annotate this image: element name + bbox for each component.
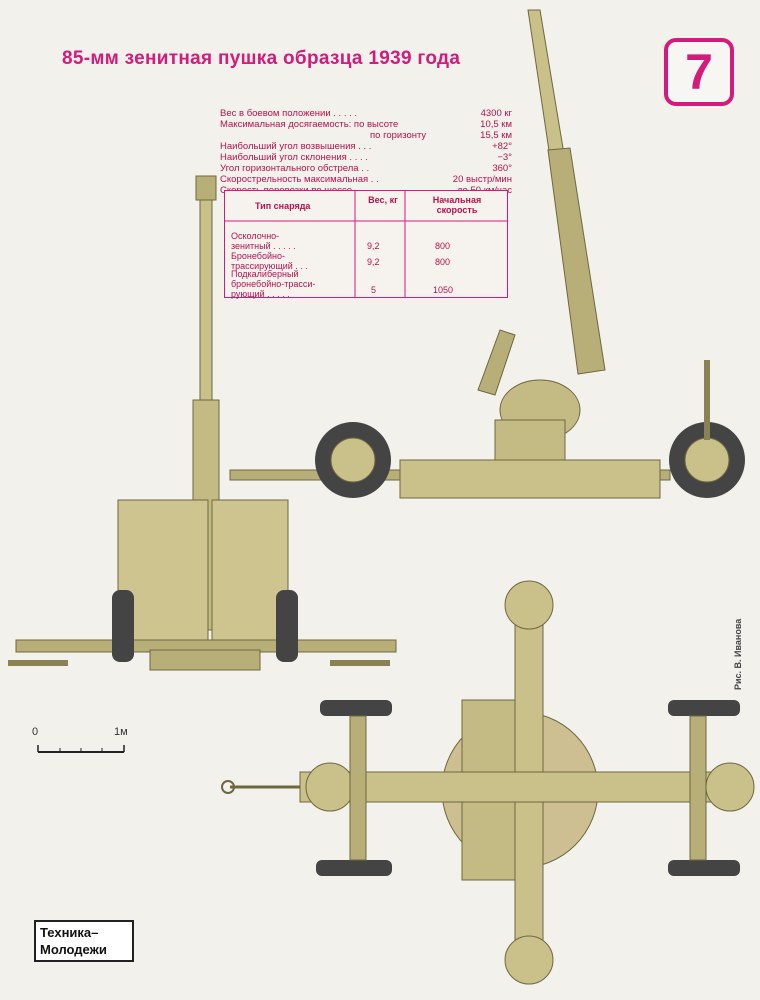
spec-row: Максимальная досягаемость: по высоте 10,5… (220, 119, 512, 130)
table-cell-velocity: 800 (435, 241, 451, 251)
spec-value: 360° (492, 163, 512, 174)
artist-credit: Рис. В. Иванова (728, 560, 743, 690)
table-cell-weight: 9,2 (367, 257, 380, 267)
page-title: 85-мм зенитная пушка образца 1939 года (62, 48, 461, 69)
table-cell-type: Осколочно- зенитный . . . . . (231, 231, 296, 251)
spec-value: +82° (492, 141, 512, 152)
table-header-velocity: Начальная скорость (432, 195, 482, 215)
scale-labels: 0 1м (32, 726, 152, 764)
spec-row: Скорострельность максимальная . . 20 выст… (220, 174, 512, 185)
table-header-weight: Вес, кг (368, 195, 398, 205)
logo-line-2: Молодежи (40, 942, 107, 957)
spec-row: по горизонту 15,5 км (220, 130, 512, 141)
table-cell-type: Бронебойно- трассирующий . . . (231, 251, 308, 271)
spec-label: Скорострельность максимальная . . (220, 174, 379, 185)
table-cell-weight: 9,2 (367, 241, 380, 251)
top-view-drawing (221, 580, 755, 985)
spec-value: 15,5 км (480, 130, 512, 141)
scale-bar (37, 745, 125, 753)
table-cell-velocity: 800 (435, 257, 451, 267)
spec-label: Наибольший угол возвышения . . . (220, 141, 372, 152)
spec-label: Угол горизонтального обстрела . . (220, 163, 370, 174)
spec-label: по горизонту (370, 130, 427, 141)
side-view-drawing (229, 9, 745, 499)
logo-line-1: Техника– (40, 925, 99, 940)
spec-label: Максимальная досягаемость: по высоте (220, 119, 399, 130)
spec-value: 20 выстр/мин (452, 174, 512, 185)
table-cell-type: Подкалиберный бронебойно-трасси- рующий … (231, 269, 316, 299)
spec-row: Наибольший угол возвышения . . . +82° (220, 141, 512, 152)
table-cell-weight: 5 (371, 285, 377, 295)
spec-value: 4300 кг (480, 108, 512, 119)
spec-row: Угол горизонтального обстрела . . 360° (220, 163, 512, 174)
table-header-type: Тип снаряда (255, 201, 311, 211)
spec-row: Наибольший угол склонения . . . . −3° (220, 152, 512, 163)
spec-label: Вес в боевом положении . . . . . (220, 108, 358, 119)
spec-label: Наибольший угол склонения . . . . (220, 152, 368, 163)
specifications: Вес в боевом положении . . . . .4300 кг … (220, 108, 512, 196)
page-number-badge: 7 (664, 38, 734, 106)
front-view-drawing (8, 175, 397, 671)
ammunition-table: Тип снаряда Вес, кг Начальная скорость О… (224, 190, 508, 299)
scale-one-meter-label: 1м (114, 726, 128, 738)
scale-zero-label: 0 (32, 726, 39, 738)
table-grid (225, 191, 507, 297)
spec-value: −3° (497, 152, 512, 163)
spec-row: Вес в боевом положении . . . . . 4300 кг (220, 108, 512, 119)
magazine-logo: Техника– Молодежи (34, 920, 134, 962)
table-cell-velocity: 1050 (433, 285, 454, 295)
spec-value: 10,5 км (480, 119, 512, 130)
artist-credit-text: Рис. В. Иванова (733, 618, 743, 690)
